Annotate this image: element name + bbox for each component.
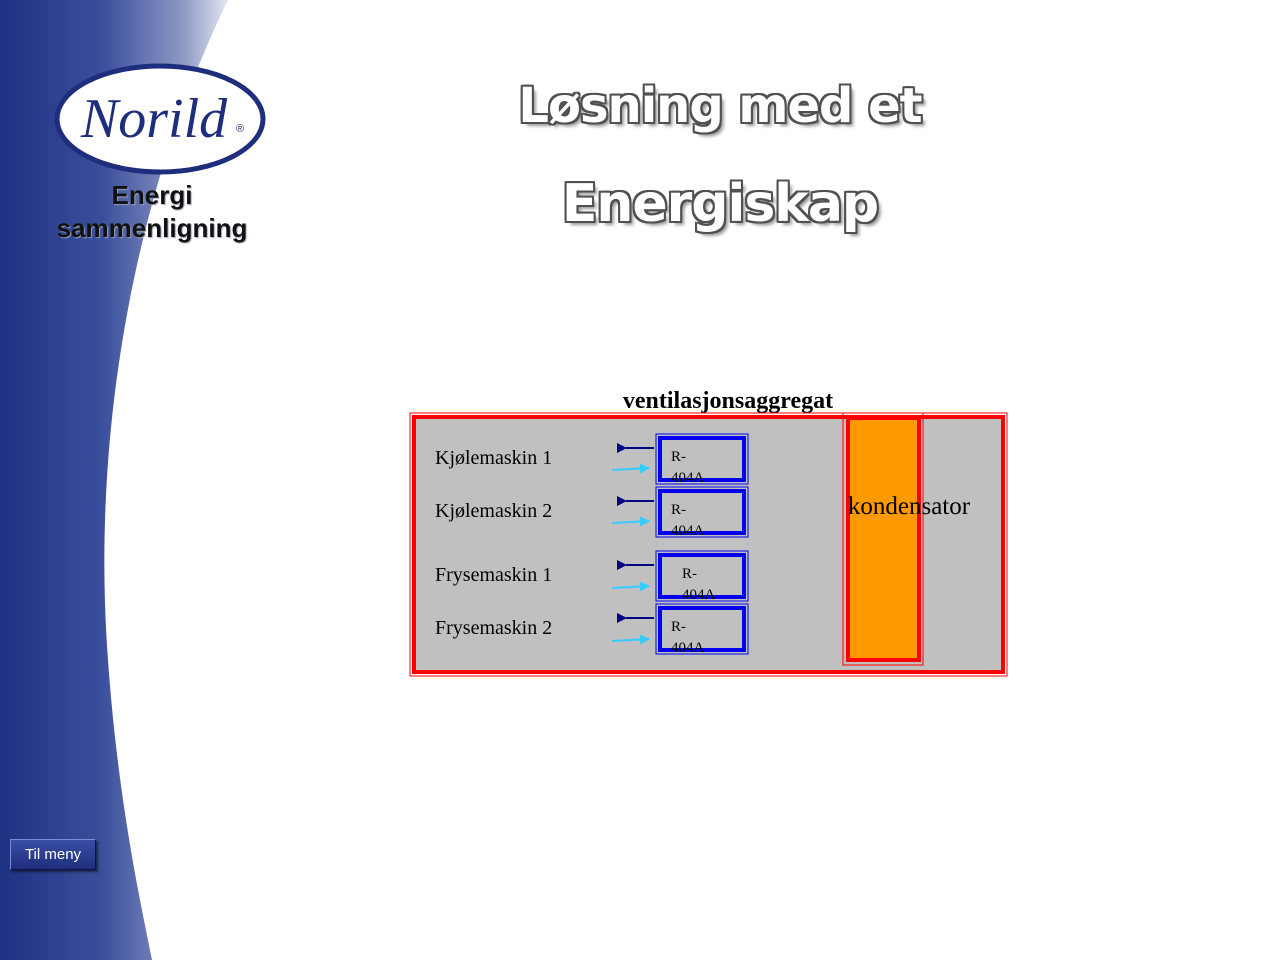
slide-title-line1: Løsning med et (518, 78, 922, 134)
logo-wordmark: Norild (80, 88, 228, 150)
machine-label: Kjølemaskin 1 (435, 447, 552, 469)
supply-arrow (611, 463, 650, 474)
machine-label: Kjølemaskin 2 (435, 500, 552, 522)
condenser-label: kondensator (848, 493, 971, 520)
norild-logo: Norild ® (54, 63, 266, 175)
machine-row: Frysemaskin 1 R- 404A (435, 550, 749, 603)
machine-row: Kjølemaskin 1 R- 404A (435, 433, 749, 486)
supply-arrow (611, 516, 650, 527)
slide-title-line2: Energiskap (561, 174, 879, 234)
refrigerant-label: R- (682, 566, 697, 582)
energy-cabinet-diagram: ventilasjonsaggregat kondensator Kjølema… (409, 388, 1008, 677)
refrigerant-label: R- (671, 502, 686, 518)
machine-row: Frysemaskin 2 R- 404A (435, 603, 749, 656)
machine-label: Frysemaskin 2 (435, 617, 552, 639)
supply-arrow (611, 634, 650, 645)
registered-mark: ® (236, 123, 244, 135)
machine-label: Frysemaskin 1 (435, 564, 552, 586)
refrigerant-label: R- (671, 449, 686, 465)
compressor-outer-frame (655, 486, 749, 538)
refrigerant-label: 404A (671, 640, 705, 656)
refrigerant-label: 404A (671, 470, 705, 486)
sidebar-subtitle-line2: sammenligning (56, 213, 248, 243)
supply-arrow (611, 581, 650, 592)
condenser (842, 412, 924, 666)
sidebar-subtitle-line1: Energi (111, 180, 193, 210)
menu-button[interactable]: Til meny (10, 839, 96, 870)
compressor-outer-frame (655, 550, 749, 602)
refrigerant-label: 404A (671, 523, 705, 539)
compressor-box (658, 489, 746, 535)
compressor-box (658, 436, 746, 482)
refrigerant-label: 404A (682, 587, 716, 603)
compressor-outer-frame (655, 603, 749, 655)
compressor-box (658, 553, 746, 599)
unit-label: ventilasjonsaggregat (623, 388, 833, 414)
refrigerant-label: R- (671, 619, 686, 635)
compressor-box (658, 606, 746, 652)
machine-row: Kjølemaskin 2 R- 404A (435, 486, 749, 539)
compressor-outer-frame (655, 433, 749, 485)
